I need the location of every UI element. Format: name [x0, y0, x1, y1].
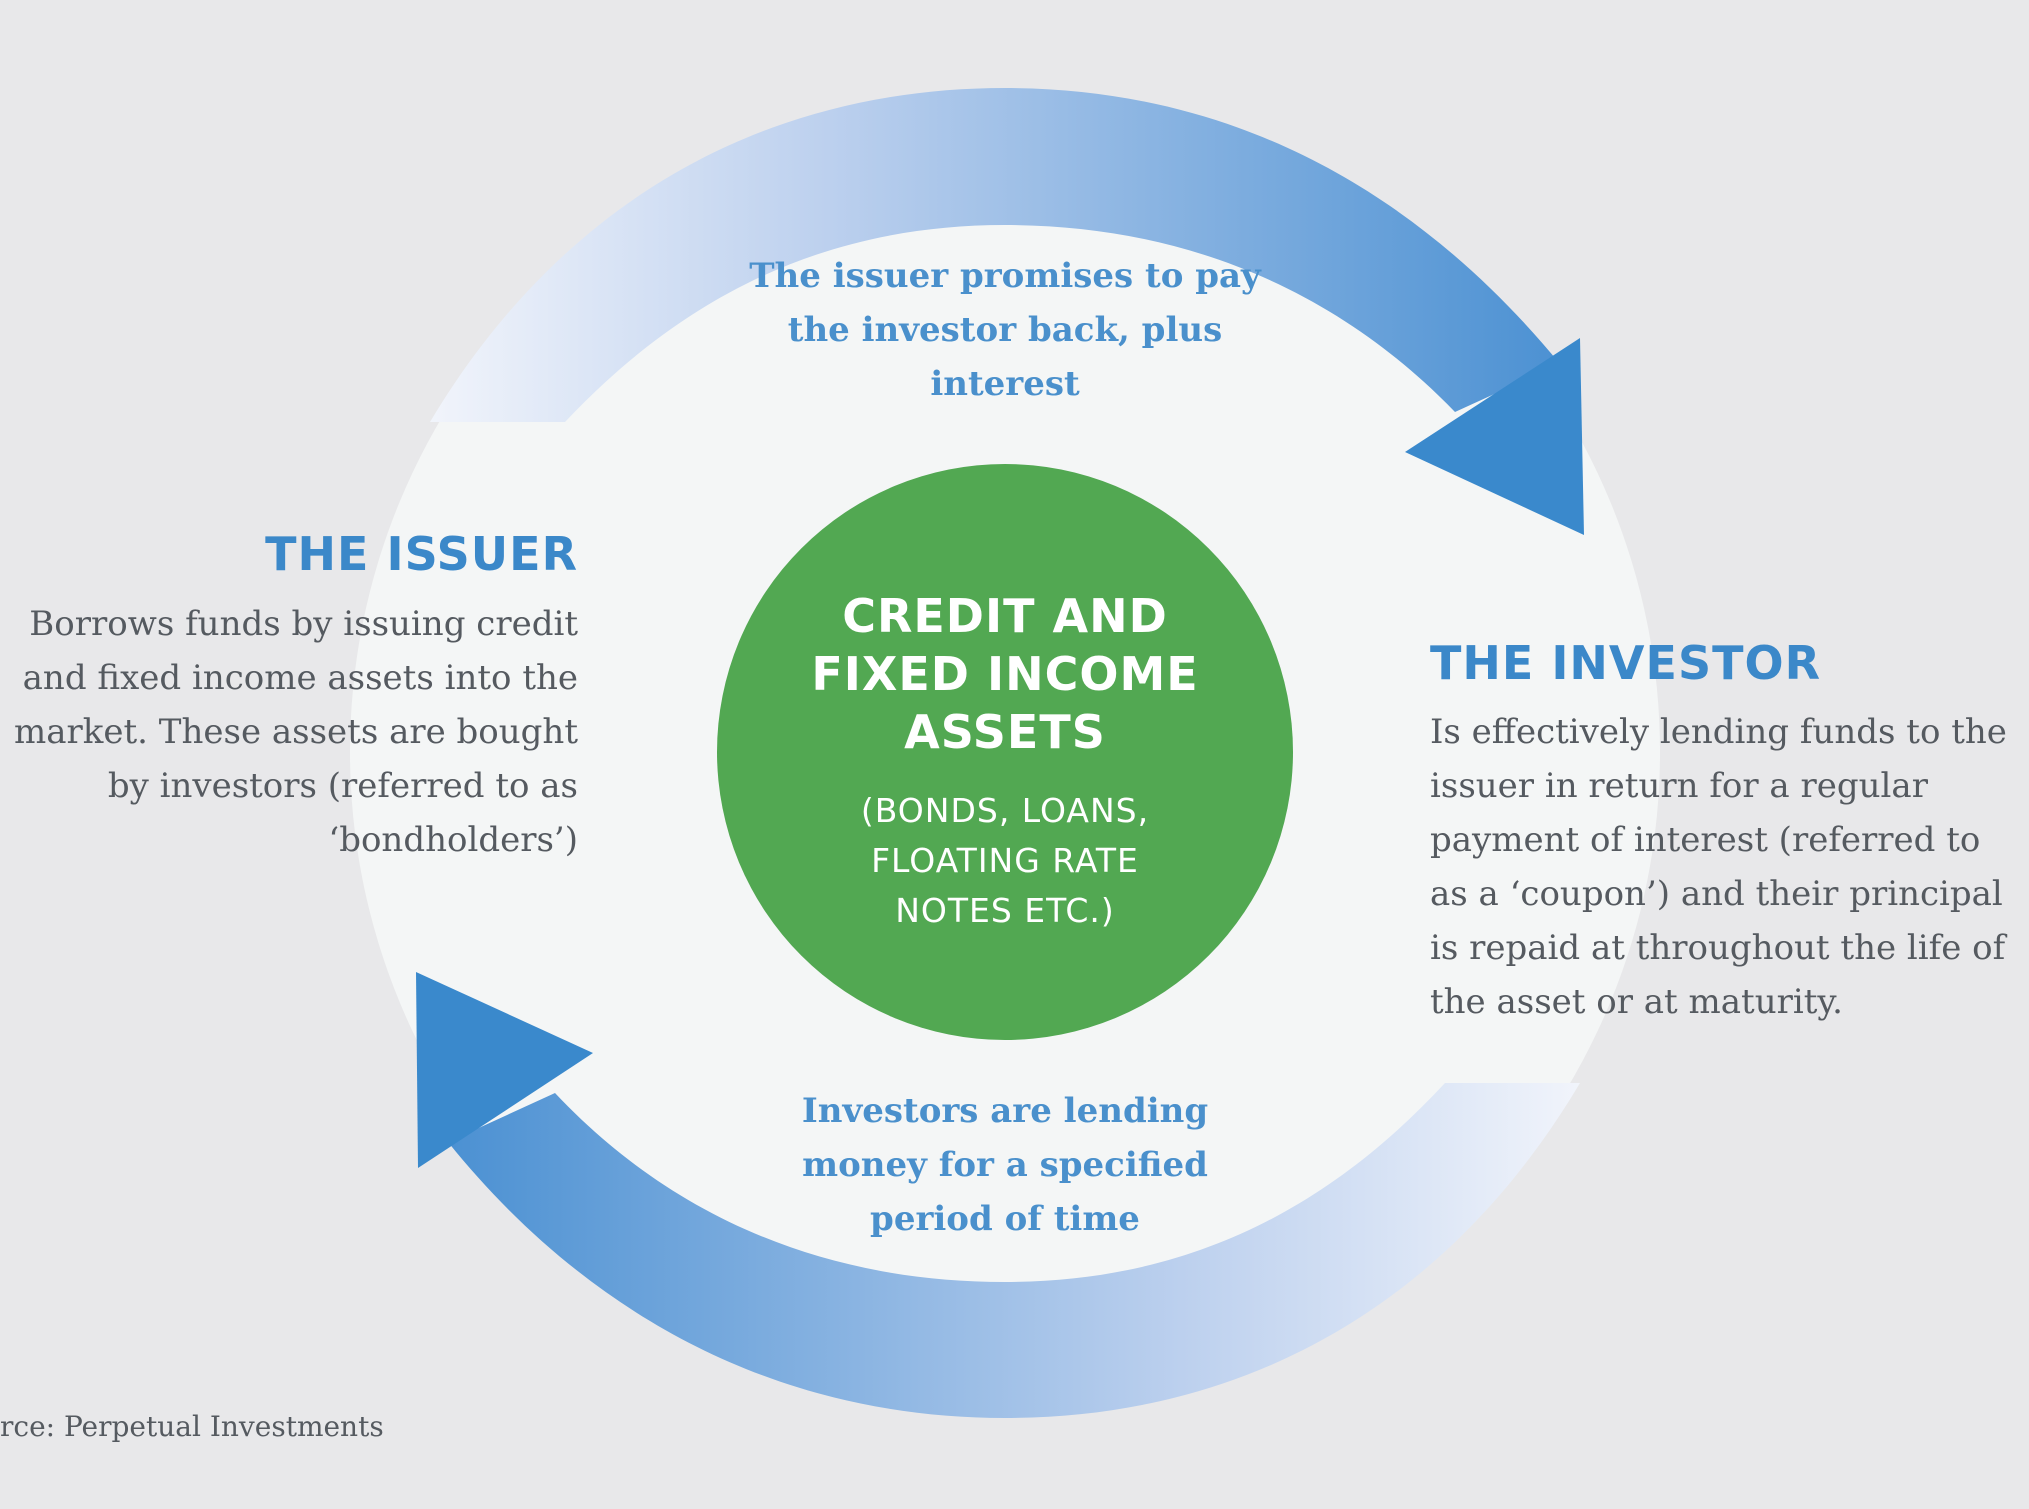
issuer-description: Borrows funds by issuing credit and fixe… [14, 604, 578, 860]
bottom-arrow-label: Investors are lending money for a specif… [801, 1091, 1209, 1239]
issuer-heading: THE ISSUER [265, 527, 578, 581]
top-arrow-label: The issuer promises to pay the investor … [749, 256, 1261, 404]
center-circle [717, 464, 1293, 1040]
center-title: CREDIT AND FIXED INCOME ASSETS [811, 589, 1199, 759]
bottom-arrow-head [416, 972, 593, 1168]
investor-heading: THE INVESTOR [1430, 636, 1821, 690]
investor-description: Is effectively lending funds to the issu… [1430, 712, 2007, 1022]
top-arrow-head [1405, 338, 1584, 535]
source-note: rce: Perpetual Investments [0, 1410, 384, 1443]
center-subtitle: (BONDS, LOANS, FLOATING RATE NOTES ETC.) [860, 791, 1150, 930]
top-arrow-band [430, 88, 1560, 422]
bottom-arrow-band [448, 1083, 1580, 1418]
